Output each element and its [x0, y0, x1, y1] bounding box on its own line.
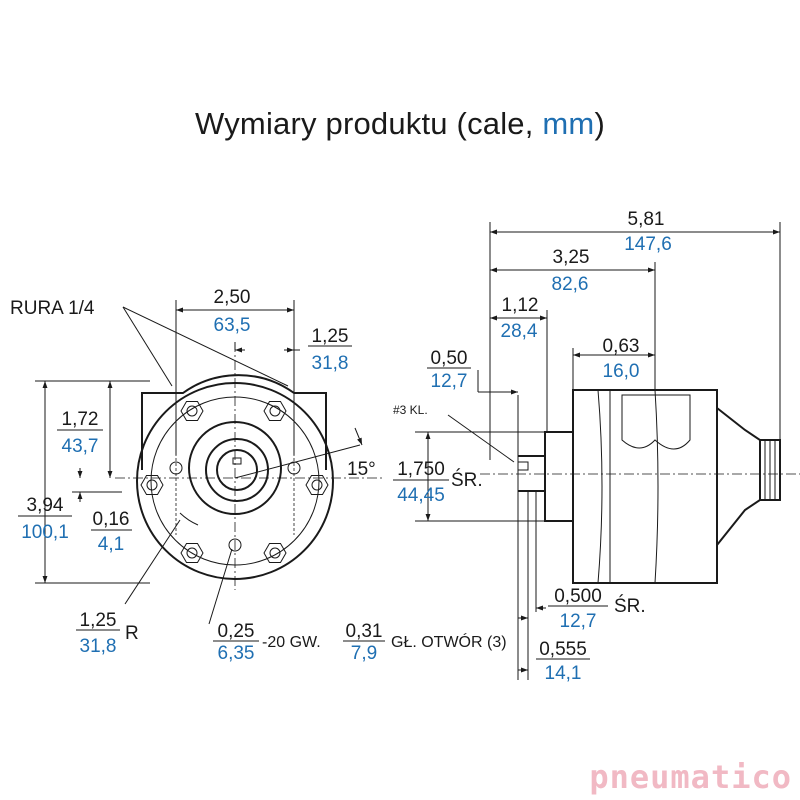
- dim-3-94: 3,94: [27, 495, 64, 516]
- front-view: [115, 342, 385, 590]
- dim-31-8-top: 31,8: [312, 353, 349, 374]
- side-view: [480, 389, 800, 584]
- pipe-label: RURA 1/4: [10, 298, 95, 319]
- dim-0-63: 0,63: [603, 336, 640, 357]
- title-unit: mm: [542, 106, 595, 141]
- dim-14-1: 14,1: [545, 663, 582, 684]
- dim-1-750: 1,750: [397, 459, 445, 480]
- dim-0-25: 0,25: [218, 621, 255, 642]
- front-dimensions: [35, 300, 363, 625]
- dim-82-6: 82,6: [552, 274, 589, 295]
- angle-label: 15°: [347, 459, 376, 480]
- thread-suffix: -20 GW.: [262, 634, 321, 651]
- dim-5-81: 5,81: [628, 209, 665, 230]
- dim-0-50: 0,50: [431, 348, 468, 369]
- dim-16-0: 16,0: [603, 361, 640, 382]
- dim-28-4: 28,4: [501, 321, 538, 342]
- dim-4-1: 4,1: [98, 534, 124, 555]
- front-flange: [141, 374, 327, 470]
- front-hub: [205, 438, 269, 502]
- dim-1-12: 1,12: [502, 295, 539, 316]
- dim-6-35: 6,35: [218, 643, 255, 664]
- dim-1-25-r: 1,25: [80, 610, 117, 631]
- dim-0-500: 0,500: [554, 586, 602, 607]
- dim-100-1: 100,1: [21, 522, 69, 543]
- side-dimensions: [415, 222, 781, 680]
- pneumatico-logo: pneumatico: [589, 758, 792, 796]
- dia-suffix-2: ŚR.: [614, 595, 646, 617]
- dim-7-9: 7,9: [351, 643, 377, 664]
- dim-0-31: 0,31: [346, 621, 383, 642]
- dim-1-72: 1,72: [62, 409, 99, 430]
- dim-12-7-top: 12,7: [431, 371, 468, 392]
- front-shaft: [216, 449, 258, 491]
- dim-0-16: 0,16: [93, 509, 130, 530]
- dim-31-8-r: 31,8: [80, 636, 117, 657]
- dim-0-555: 0,555: [539, 639, 587, 660]
- depth-suffix: GŁ. OTWÓR (3): [391, 632, 507, 651]
- dim-147-6: 147,6: [624, 234, 672, 255]
- dim-63-5: 63,5: [214, 315, 251, 336]
- front-key: [232, 457, 242, 465]
- dia-suffix-1: ŚR.: [451, 469, 483, 491]
- dim-1-25-top: 1,25: [312, 326, 349, 347]
- dim-43-7: 43,7: [62, 436, 99, 457]
- radius-suffix: R: [125, 623, 139, 644]
- title-text: Wymiary produktu (cale,: [195, 106, 543, 141]
- key-label: #3 KL.: [393, 403, 428, 417]
- dim-44-45: 44,45: [397, 485, 445, 506]
- front-bolts: [140, 401, 329, 563]
- page-title: Wymiary produktu (cale, mm): [0, 106, 800, 142]
- dim-12-7-bot: 12,7: [560, 611, 597, 632]
- title-close: ): [594, 106, 605, 141]
- dim-2-50: 2,50: [214, 287, 251, 308]
- dim-3-25: 3,25: [553, 247, 590, 268]
